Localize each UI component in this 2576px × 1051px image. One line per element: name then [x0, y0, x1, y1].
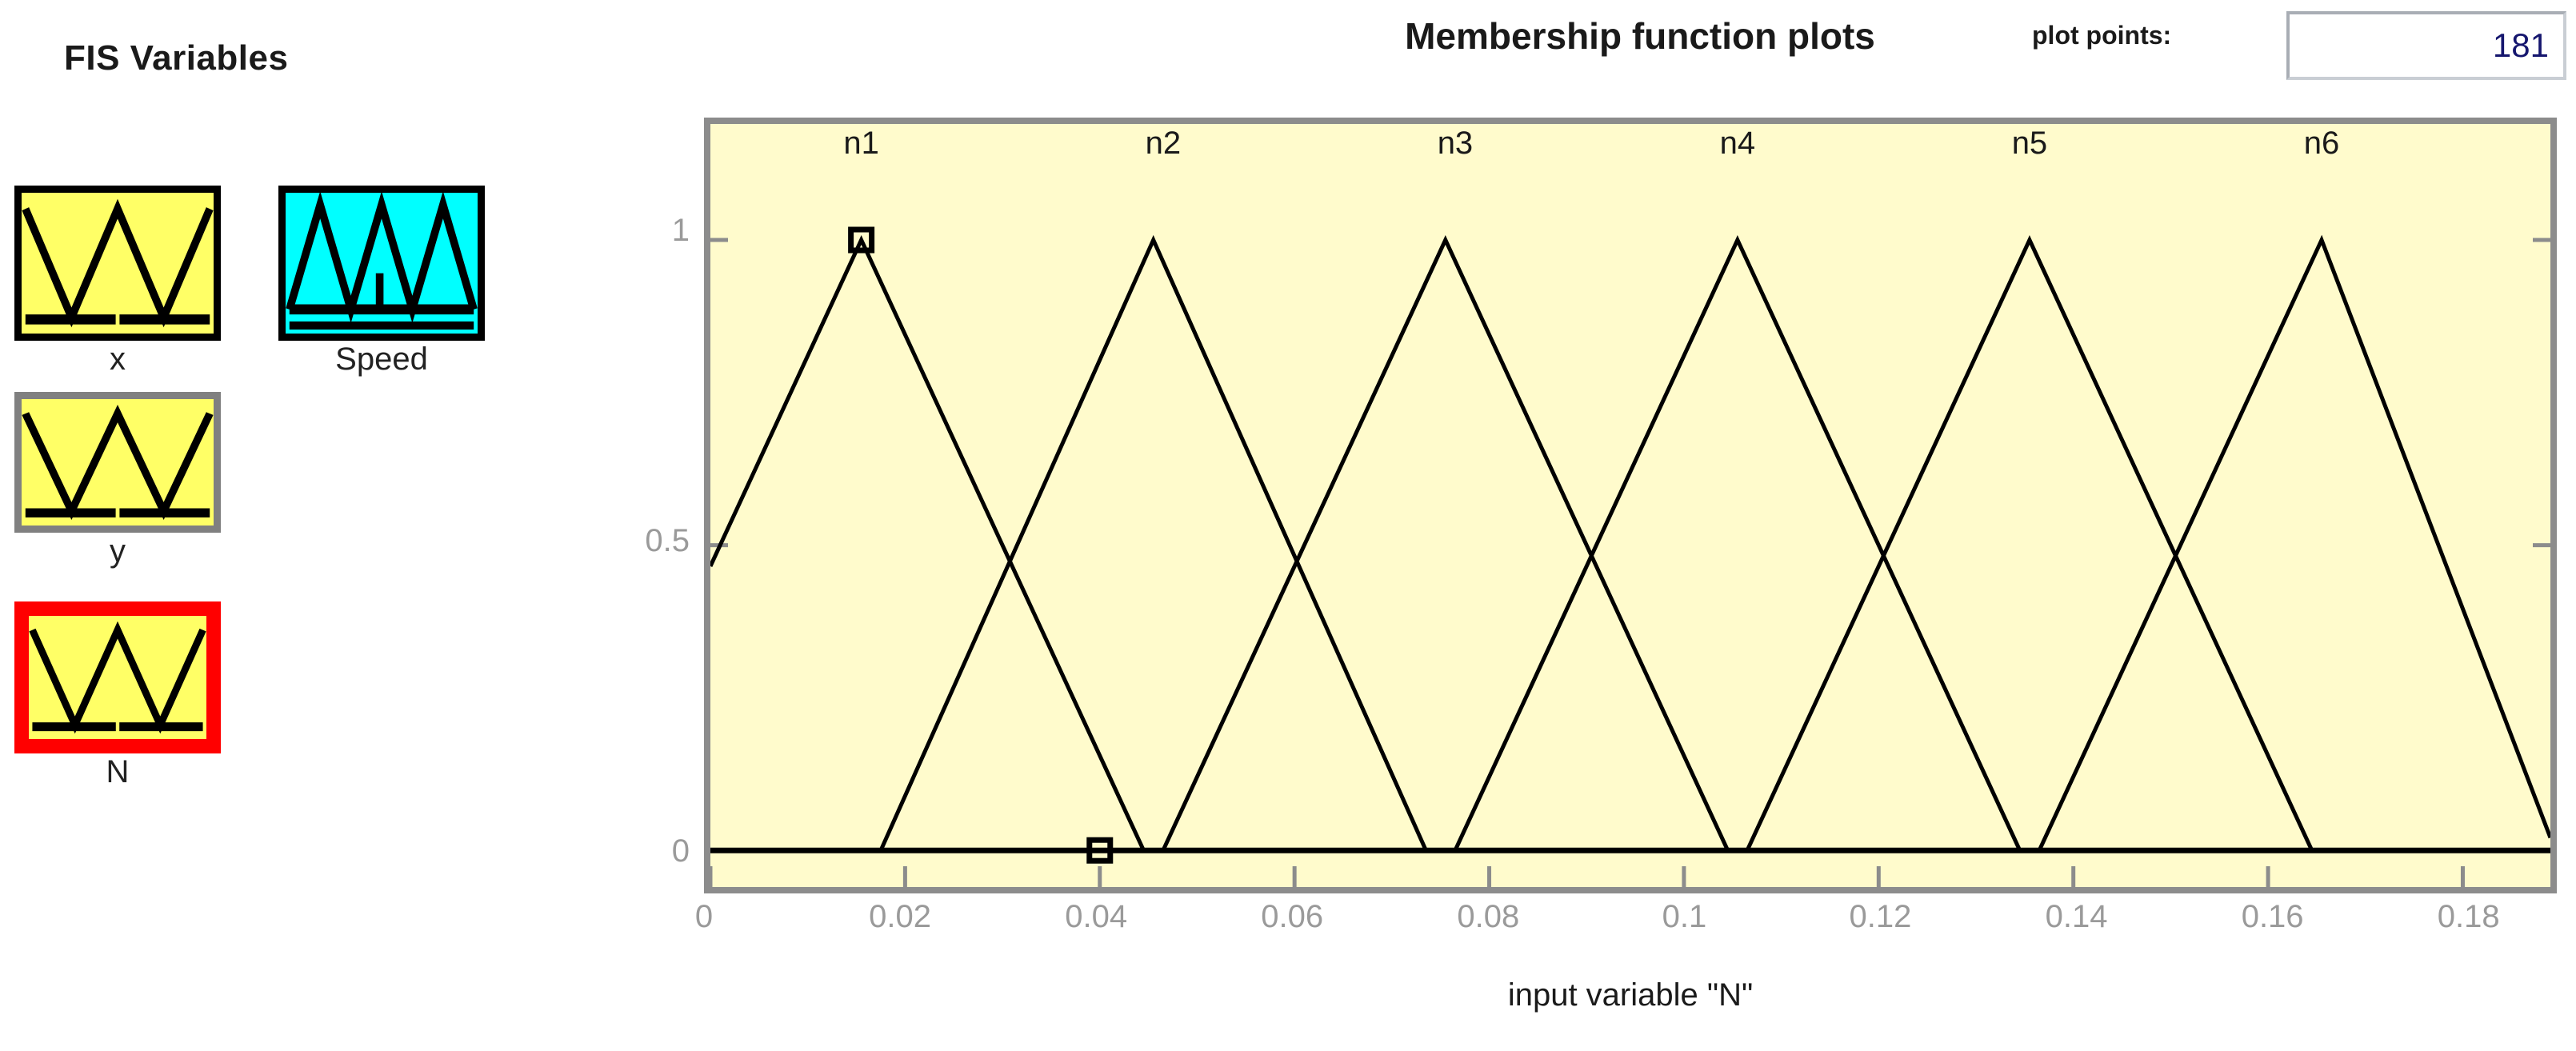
membership-curve-icon: [29, 621, 206, 734]
x-tick-label: 0.14: [2045, 899, 2108, 934]
mf-label-n6: n6: [2303, 126, 2340, 161]
mf-selection-handle-2[interactable]: [1086, 837, 1114, 864]
mf-curve-n4[interactable]: [1453, 235, 2022, 852]
fis-variables-panel: FIS Variables x Speed: [0, 0, 560, 864]
fis-variable-speed-thumbnail[interactable]: [278, 186, 485, 341]
x-tick-label: 0.1: [1662, 899, 1707, 934]
mf-label-n3: n3: [1437, 126, 1474, 161]
mf-curve-n2[interactable]: [878, 234, 1428, 852]
fis-variable-y-label: y: [110, 533, 126, 569]
fis-variable-x-label: x: [110, 342, 126, 377]
y-tick-label: 0: [671, 833, 690, 869]
x-tick-label: 0.12: [1849, 899, 1912, 934]
x-tick-label: 0.06: [1261, 899, 1324, 934]
x-tick-label: 0: [694, 899, 714, 934]
plot-points-label: plot points:: [2032, 21, 2172, 50]
plot-points-value: 181: [2492, 26, 2549, 64]
mf-curve-n5[interactable]: [1745, 235, 2314, 852]
mf-label-n5: n5: [2011, 126, 2048, 161]
fis-variable-n[interactable]: N: [14, 601, 221, 789]
membership-function-plot[interactable]: n1 n2 n3 n4 n5 n6: [704, 118, 2557, 893]
fis-variable-n-label: N: [106, 754, 130, 789]
plot-points-input[interactable]: 181: [2286, 11, 2566, 80]
fis-variable-speed[interactable]: Speed: [278, 186, 485, 376]
fis-variable-x[interactable]: x: [14, 186, 221, 376]
x-tick-label: 0.04: [1065, 899, 1128, 934]
y-tick-label: 0.5: [645, 523, 690, 559]
membership-curve-icon: [286, 193, 478, 330]
fis-variable-speed-label: Speed: [335, 342, 428, 377]
x-axis-tick-labels: 0 0.02 0.04 0.06 0.08 0.1 0.12 0.14 0.16 0.18: [695, 899, 2557, 947]
fis-variable-y-thumbnail[interactable]: [14, 392, 221, 533]
fis-variables-title: FIS Variables: [64, 38, 289, 78]
membership-curve-icon: [22, 404, 214, 521]
mf-label-n1: n1: [843, 126, 879, 161]
y-tick-label: 1: [671, 213, 690, 249]
mf-label-n2: n2: [1145, 126, 1182, 161]
fis-variable-y[interactable]: y: [14, 392, 221, 568]
membership-function-curves[interactable]: [710, 124, 2550, 887]
x-tick-label: 0.02: [869, 899, 932, 934]
mf-curve-n6[interactable]: [2037, 234, 2550, 852]
x-tick-label: 0.16: [2241, 899, 2304, 934]
mf-label-n4: n4: [1719, 126, 1756, 161]
mf-curve-n3[interactable]: [1161, 235, 1730, 852]
x-tick-label: 0.08: [1457, 899, 1520, 934]
x-axis-label: input variable "N": [1507, 977, 1754, 1013]
fis-variable-x-thumbnail[interactable]: [14, 186, 221, 341]
membership-curve-icon: [22, 198, 214, 328]
mf-curve-n1[interactable]: [710, 235, 1146, 852]
mf-selection-handle-1[interactable]: [848, 226, 875, 254]
page-title: Membership function plots: [1405, 15, 1875, 57]
x-tick-label: 0.18: [2437, 899, 2500, 934]
fis-variable-n-thumbnail[interactable]: [14, 601, 221, 753]
